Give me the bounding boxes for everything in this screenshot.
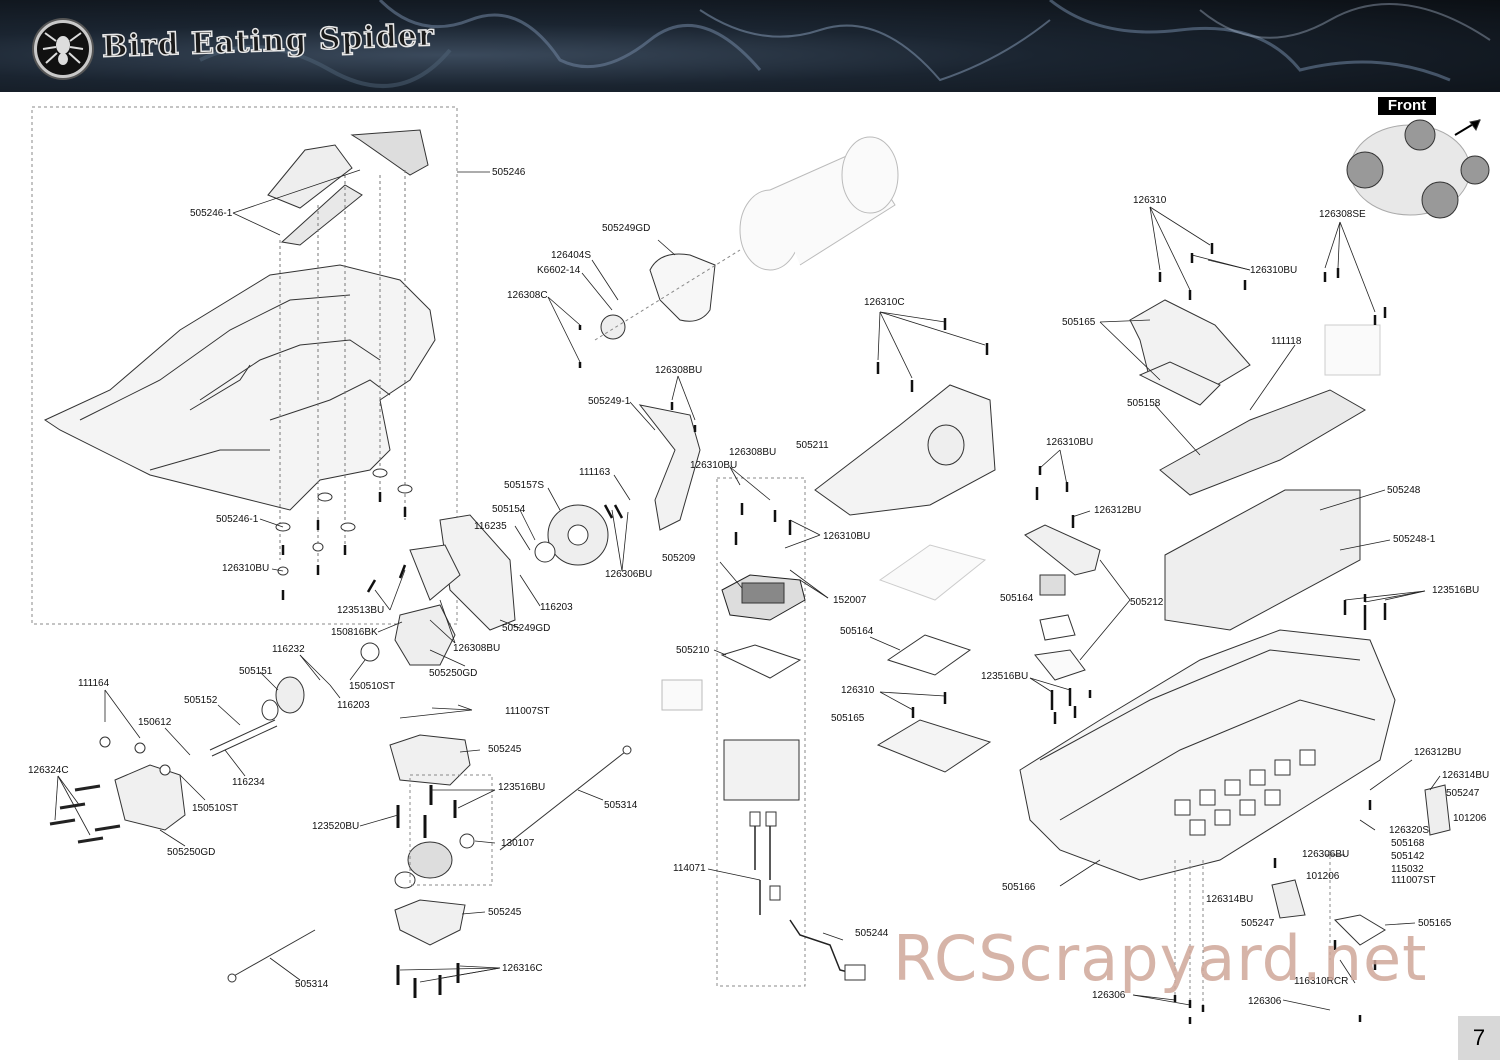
part-label-505245: 505245	[488, 907, 522, 918]
part-label-505152: 505152	[184, 695, 218, 706]
header-banner: Bird Eating Spider	[0, 0, 1500, 92]
part-label-114071: 114071	[673, 863, 706, 874]
part-label-123516bu: 123516BU	[1432, 585, 1480, 596]
part-label-505250gd: 505250GD	[167, 847, 216, 858]
part-label-505248: 505248	[1387, 485, 1421, 496]
part-label-126404s: 126404S	[551, 250, 592, 261]
part-label-126306: 126306	[1248, 996, 1282, 1007]
part-label-126310c: 126310C	[864, 297, 905, 308]
part-label-126310bu: 126310BU	[823, 531, 871, 542]
part-label-505168: 505168	[1391, 838, 1425, 849]
part-label-505249gd: 505249GD	[502, 623, 551, 634]
part-label-505154: 505154	[492, 504, 526, 515]
part-label-130107: 130107	[501, 838, 535, 849]
part-label-126316c: 126316C	[502, 963, 543, 974]
part-label-126310bu: 126310BU	[1046, 437, 1094, 448]
part-label-505248-1: 505248-1	[1393, 534, 1436, 545]
part-label-126324c: 126324C	[28, 765, 69, 776]
part-label-116310rcr: 116310RCR	[1294, 976, 1349, 987]
part-label-126306bu: 126306BU	[605, 569, 653, 580]
part-label-111163: 111163	[579, 467, 611, 478]
part-label-505314: 505314	[295, 979, 329, 990]
part-label-116232: 116232	[272, 644, 305, 655]
front-label: Front	[1378, 97, 1436, 115]
part-label-123516bu: 123516BU	[498, 782, 546, 793]
part-label-505151: 505151	[239, 666, 273, 677]
part-label-111164: 111164	[78, 678, 110, 689]
part-label-505246-1: 505246-1	[190, 208, 233, 219]
part-label-150510st: 150510ST	[192, 803, 239, 814]
part-label-505246-1: 505246-1	[216, 514, 259, 525]
part-label-116203: 116203	[540, 602, 573, 613]
part-label-126310: 126310	[1133, 195, 1167, 206]
part-label-505314: 505314	[604, 800, 638, 811]
part-label-123520bu: 123520BU	[312, 821, 360, 832]
part-label-126314bu: 126314BU	[1206, 894, 1254, 905]
part-label-505164: 505164	[1000, 593, 1034, 604]
part-label-126308bu: 126308BU	[453, 643, 501, 654]
part-label-126312bu: 126312BU	[1094, 505, 1142, 516]
part-label-505165: 505165	[1062, 317, 1096, 328]
part-label-505210: 505210	[676, 645, 710, 656]
part-label-505158: 505158	[1127, 398, 1161, 409]
page-number: 7	[1458, 1016, 1500, 1060]
part-label-505249-1: 505249-1	[588, 396, 631, 407]
part-label-101206: 101206	[1453, 813, 1487, 824]
part-label-505247: 505247	[1241, 918, 1275, 929]
part-label-126310: 126310	[841, 685, 875, 696]
part-label-115032: 115032	[1391, 864, 1424, 875]
part-label-126312bu: 126312BU	[1414, 747, 1462, 758]
part-label-126310bu: 126310BU	[1250, 265, 1298, 276]
part-label-505245: 505245	[488, 744, 522, 755]
part-label-505157s: 505157S	[504, 480, 545, 491]
part-label-116203: 116203	[337, 700, 370, 711]
part-label-505246: 505246	[492, 167, 526, 178]
part-label-k6602-14: K6602-14	[537, 265, 581, 276]
part-label-126320s: 126320S	[1389, 825, 1430, 836]
part-label-505209: 505209	[662, 553, 696, 564]
part-label-505165: 505165	[831, 713, 865, 724]
part-label-150816bk: 150816BK	[331, 627, 378, 638]
part-label-505164: 505164	[840, 626, 874, 637]
part-label-505166: 505166	[1002, 882, 1036, 893]
part-label-116234: 116234	[232, 777, 265, 788]
part-label-111118: 111118	[1271, 336, 1302, 347]
part-label-126310bu: 126310BU	[222, 563, 270, 574]
part-label-123516bu: 123516BU	[981, 671, 1029, 682]
part-label-126314bu: 126314BU	[1442, 770, 1490, 781]
part-label-111007st: 111007ST	[505, 706, 550, 717]
part-label-505211: 505211	[796, 440, 829, 451]
part-label-126308bu: 126308BU	[729, 447, 777, 458]
part-label-150510st: 150510ST	[349, 681, 396, 692]
part-label-126308bu: 126308BU	[655, 365, 703, 376]
part-label-126310bu: 126310BU	[690, 460, 738, 471]
part-label-123513bu: 123513BU	[337, 605, 385, 616]
part-label-505247: 505247	[1446, 788, 1480, 799]
spider-logo-icon	[34, 20, 92, 78]
watermark: RCScrapyard.net	[893, 922, 1428, 995]
part-label-111007st: 111007ST	[1391, 875, 1436, 886]
part-label-101206: 101206	[1306, 871, 1340, 882]
part-label-152007: 152007	[833, 595, 867, 606]
part-label-150612: 150612	[138, 717, 172, 728]
part-label-126308c: 126308C	[507, 290, 548, 301]
part-label-505142: 505142	[1391, 851, 1425, 862]
banner-texture	[199, 0, 1491, 88]
part-label-116235: 116235	[474, 521, 507, 532]
part-label-505244: 505244	[855, 928, 889, 939]
part-label-505250gd: 505250GD	[429, 668, 478, 679]
part-label-126306: 126306	[1092, 990, 1126, 1001]
part-label-505165: 505165	[1418, 918, 1452, 929]
part-label-505212: 505212	[1130, 597, 1164, 608]
part-label-505249gd: 505249GD	[602, 223, 651, 234]
part-label-126306bu: 126306BU	[1302, 849, 1350, 860]
part-label-126308se: 126308SE	[1319, 209, 1366, 220]
